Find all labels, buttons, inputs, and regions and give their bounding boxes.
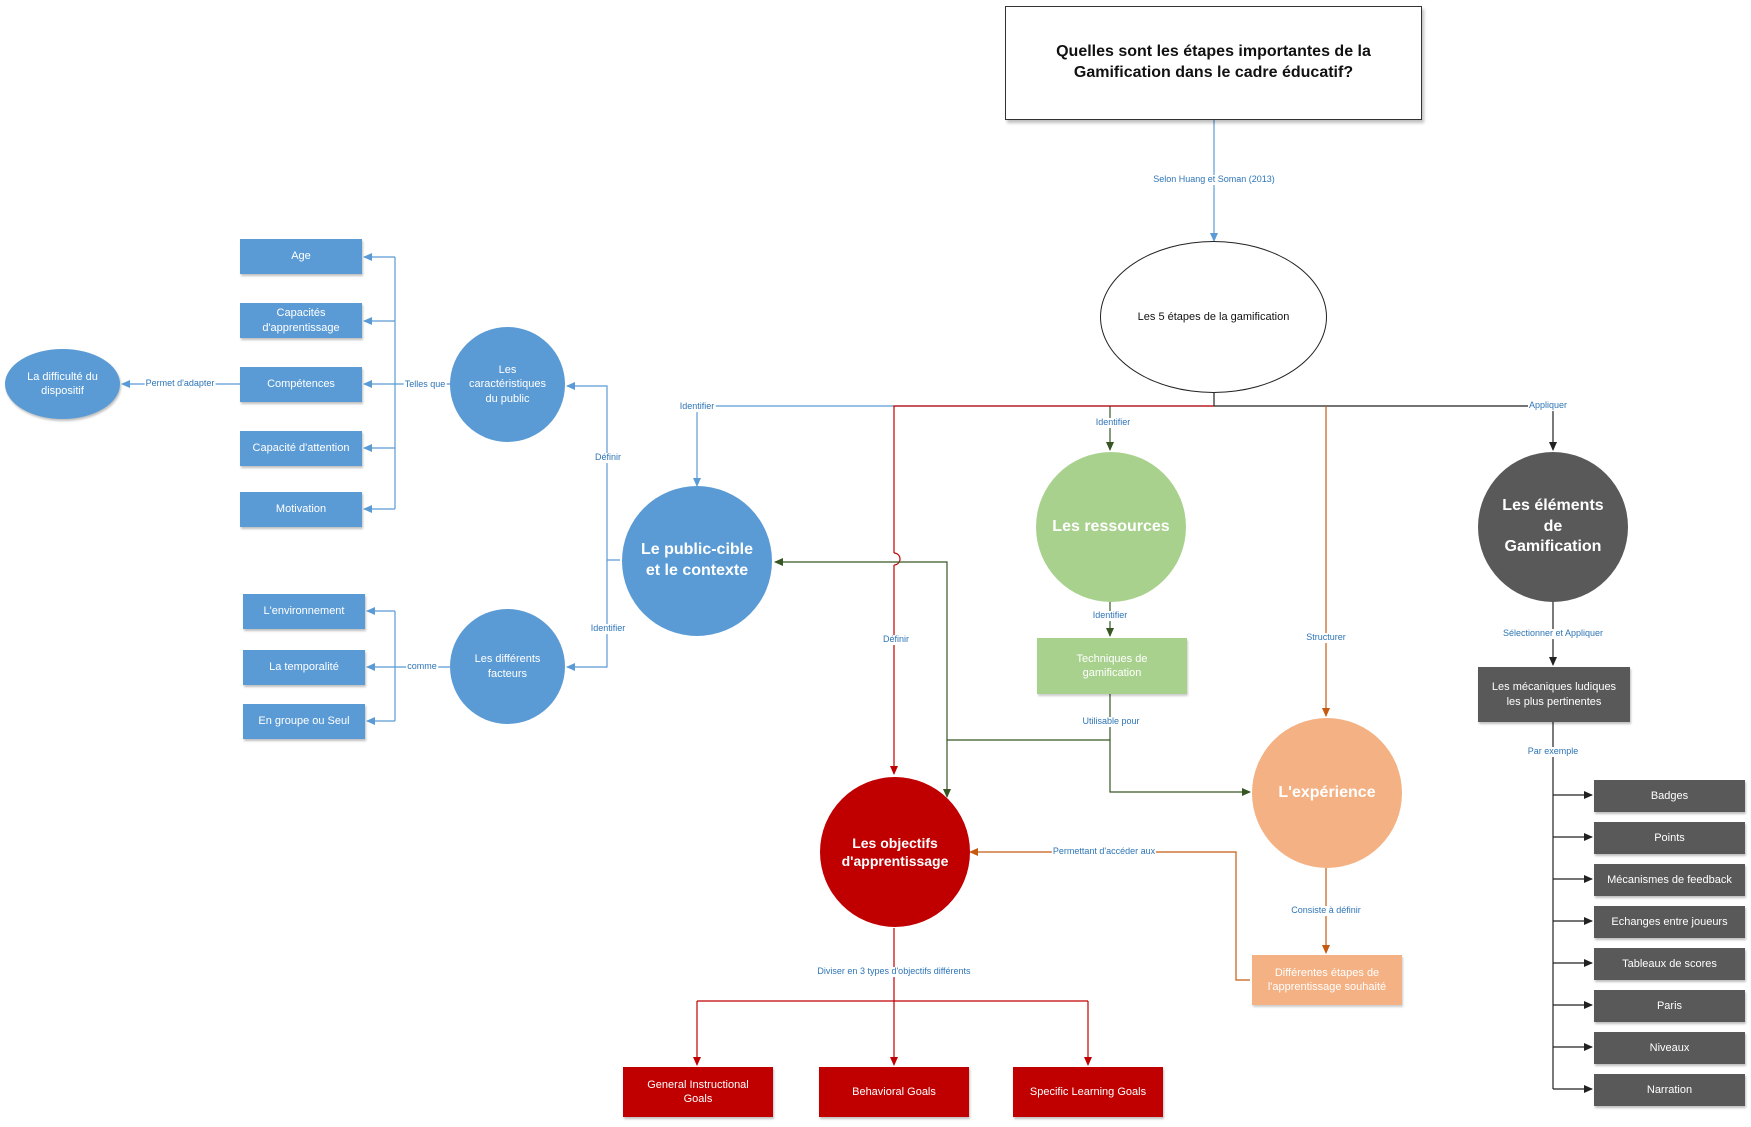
label-telles-que: Telles que <box>403 379 447 390</box>
goal-label: Specific Learning Goals <box>1029 1085 1147 1098</box>
label-appliquer: Appliquer <box>1527 400 1569 411</box>
caract-item-label: Compétences <box>267 378 335 391</box>
caract-item-attention: Capacité d'attention <box>240 431 362 466</box>
goal-label: General Instructional Goals <box>647 1078 749 1105</box>
element-item-badges: Badges <box>1594 780 1745 812</box>
element-item-label: Niveaux <box>1649 1041 1690 1054</box>
facteur-item-label: La temporalité <box>269 661 339 674</box>
techniques-node: Techniques de gamification <box>1037 638 1187 694</box>
goal-specific: Specific Learning Goals <box>1013 1067 1163 1117</box>
public-main-node: Le public-cible et le contexte <box>622 486 772 636</box>
objectifs-text: Les objectifs d'apprentissage <box>841 834 949 869</box>
experience-text: L'expérience <box>1278 783 1376 801</box>
goal-behavioral: Behavioral Goals <box>819 1067 969 1117</box>
caract-item-capacites: Capacités d'apprentissage <box>240 303 362 338</box>
element-item-feedback: Mécanismes de feedback <box>1594 864 1745 896</box>
edge-public-facteurs <box>566 560 608 671</box>
label-identifier-blue: Identifier <box>589 623 627 634</box>
public-main-text: Le public-cible et le contexte <box>640 541 753 579</box>
edge-definir-objectifs <box>894 405 1214 774</box>
caract-item-label: Age <box>291 250 311 263</box>
label-identifier-left: Identifier <box>678 401 716 412</box>
title-box: Quelles sont les étapes importantes de l… <box>1005 6 1422 120</box>
public-caract-text: Les caractéristiques du public <box>468 364 547 405</box>
element-item-label: Paris <box>1656 999 1683 1012</box>
etapes-node: Différentes étapes de l'apprentissage so… <box>1252 955 1402 1005</box>
elements-text: Les éléments de Gamification <box>1502 496 1604 556</box>
element-item-label: Echanges entre joueurs <box>1611 915 1728 928</box>
label-comme: comme <box>406 661 438 672</box>
edge-appliquer-elements <box>1214 405 1557 451</box>
caract-item-label: Capacité d'attention <box>252 442 350 455</box>
element-item-label: Points <box>1654 831 1685 844</box>
difficulte-node: La difficulté du dispositif <box>5 349 120 419</box>
label-consiste: Consiste à définir <box>1290 905 1362 916</box>
element-item-points: Points <box>1594 822 1745 854</box>
mecaniques-text: Les mécaniques ludiques les plus pertine… <box>1491 681 1617 708</box>
ressources-node: Les ressources <box>1036 452 1186 602</box>
facteur-item-label: En groupe ou Seul <box>258 715 350 728</box>
ressources-text: Les ressources <box>1052 517 1170 535</box>
element-item-niveaux: Niveaux <box>1594 1032 1745 1064</box>
label-permettant: Permettant d'accéder aux <box>1051 846 1157 857</box>
label-selectionner: Sélectionner et Appliquer <box>1501 628 1605 639</box>
experience-node: L'expérience <box>1252 718 1402 868</box>
element-item-echanges: Echanges entre joueurs <box>1594 906 1745 938</box>
element-item-label: Mécanismes de feedback <box>1607 873 1732 886</box>
label-utilisable: Utilisable pour <box>1081 716 1141 727</box>
center-text: Les 5 étapes de la gamification <box>1137 310 1290 323</box>
element-item-paris: Paris <box>1594 990 1745 1022</box>
public-facteurs-node: Les différents facteurs <box>450 609 565 724</box>
label-identifier-green: Identifier <box>1091 610 1129 621</box>
objectifs-node: Les objectifs d'apprentissage <box>820 777 970 927</box>
center-ellipse: Les 5 étapes de la gamification <box>1100 241 1327 393</box>
caract-item-competences: Compétences <box>240 367 362 402</box>
edge-etapes-objectifs <box>969 848 1250 981</box>
element-item-label: Narration <box>1646 1083 1693 1096</box>
edge-public-caract <box>566 382 620 561</box>
difficulte-text: La difficulté du dispositif <box>27 370 98 397</box>
label-selon: Selon Huang et Soman (2013) <box>1152 174 1276 185</box>
elements-node: Les éléments de Gamification <box>1478 452 1628 602</box>
label-identifier-mid: Identifier <box>1094 417 1132 428</box>
caract-item-label: Capacités d'apprentissage <box>262 307 340 334</box>
etapes-text: Différentes étapes de l'apprentissage so… <box>1267 966 1387 993</box>
label-permet: Permet d'adapter <box>144 378 216 389</box>
goal-general: General Instructional Goals <box>623 1067 773 1117</box>
element-item-label: Badges <box>1650 789 1689 802</box>
element-item-narration: Narration <box>1594 1074 1745 1106</box>
element-item-label: Tableaux de scores <box>1622 957 1717 970</box>
public-caract-node: Les caractéristiques du public <box>450 327 565 442</box>
title-text: Quelles sont les étapes importantes de l… <box>1056 43 1371 81</box>
label-definir-blue: Définir <box>593 452 623 463</box>
caract-item-label: Motivation <box>275 503 327 516</box>
public-facteurs-text: Les différents facteurs <box>474 653 541 680</box>
element-item-tableaux: Tableaux de scores <box>1594 948 1745 980</box>
label-diviser: Diviser en 3 types d'objectifs différent… <box>816 966 972 977</box>
mecaniques-node: Les mécaniques ludiques les plus pertine… <box>1478 667 1630 722</box>
facteur-item-groupe: En groupe ou Seul <box>243 704 365 739</box>
label-par-exemple: Par exemple <box>1526 746 1580 757</box>
goal-label: Behavioral Goals <box>852 1085 936 1098</box>
label-structurer: Structurer <box>1305 632 1347 643</box>
facteur-item-environnement: L'environnement <box>243 594 365 629</box>
techniques-text: Techniques de gamification <box>1076 652 1148 679</box>
facteur-item-temporalite: La temporalité <box>243 650 365 685</box>
label-definir-red: Définir <box>881 634 911 645</box>
caract-item-age: Age <box>240 239 362 274</box>
facteur-item-label: L'environnement <box>263 605 345 618</box>
caract-item-motivation: Motivation <box>240 492 362 527</box>
